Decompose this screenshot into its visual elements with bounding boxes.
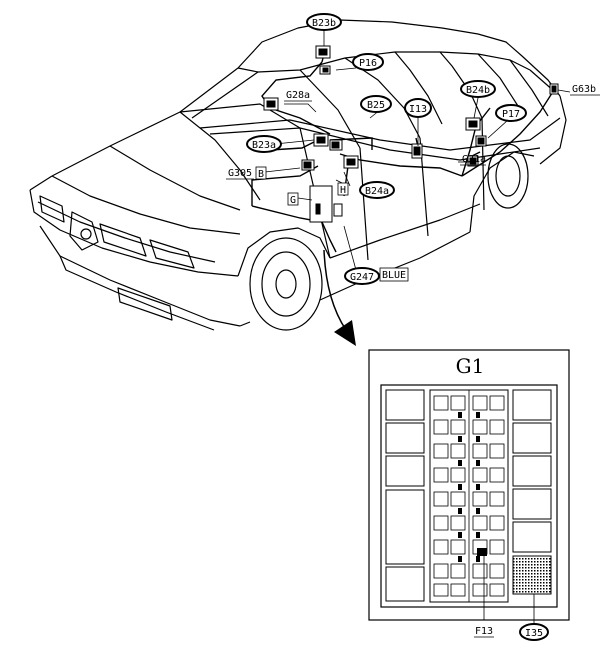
fusebox-inset: G1 (368, 349, 570, 641)
label-g31a: G31a (462, 154, 486, 165)
label-g305: G305 (228, 168, 252, 179)
relay-i35 (512, 555, 552, 595)
callout-g247 (344, 267, 380, 285)
inset-title: G1 (456, 354, 485, 378)
fusebox-on-car (309, 185, 333, 223)
callout-b23a (246, 135, 282, 153)
label-b23a: B23a (252, 140, 276, 151)
label-p16: P16 (359, 58, 377, 69)
label-b24a: B24a (365, 186, 389, 197)
pointer-arrow (323, 249, 356, 346)
label-g63b: G63b (572, 84, 596, 95)
label-g247: G247 (350, 272, 374, 283)
label-blue: BLUE (382, 270, 406, 281)
callout-b24a (359, 181, 395, 199)
label-g: G (290, 195, 296, 206)
fuse-block (429, 389, 509, 603)
callouts: B23b P16 G28a B25 I13 B24b P17 G63b B23a… (226, 13, 600, 285)
callout-p16 (352, 53, 384, 71)
callout-b23b (306, 13, 342, 31)
connector-g247 (333, 203, 343, 217)
car-illustration (29, 19, 567, 331)
relays-left (385, 389, 425, 602)
connectors (263, 45, 559, 223)
label-g305-box: B (258, 169, 264, 180)
fuse-f13 (477, 548, 487, 556)
label-i35: I35 (525, 628, 543, 639)
label-f13: F13 (475, 626, 493, 637)
callout-b25 (360, 95, 392, 113)
callout-i13 (404, 98, 432, 118)
callout-p17 (495, 104, 527, 122)
label-b23b: B23b (312, 18, 336, 29)
callout-b24b (460, 80, 496, 98)
label-i13: I13 (409, 104, 427, 115)
label-g28a: G28a (286, 90, 310, 101)
label-b24b: B24b (466, 85, 490, 96)
callout-i35 (519, 623, 549, 641)
label-p17: P17 (502, 109, 520, 120)
label-b25: B25 (367, 100, 385, 111)
label-h: H (340, 185, 346, 196)
relays-right (512, 389, 552, 595)
